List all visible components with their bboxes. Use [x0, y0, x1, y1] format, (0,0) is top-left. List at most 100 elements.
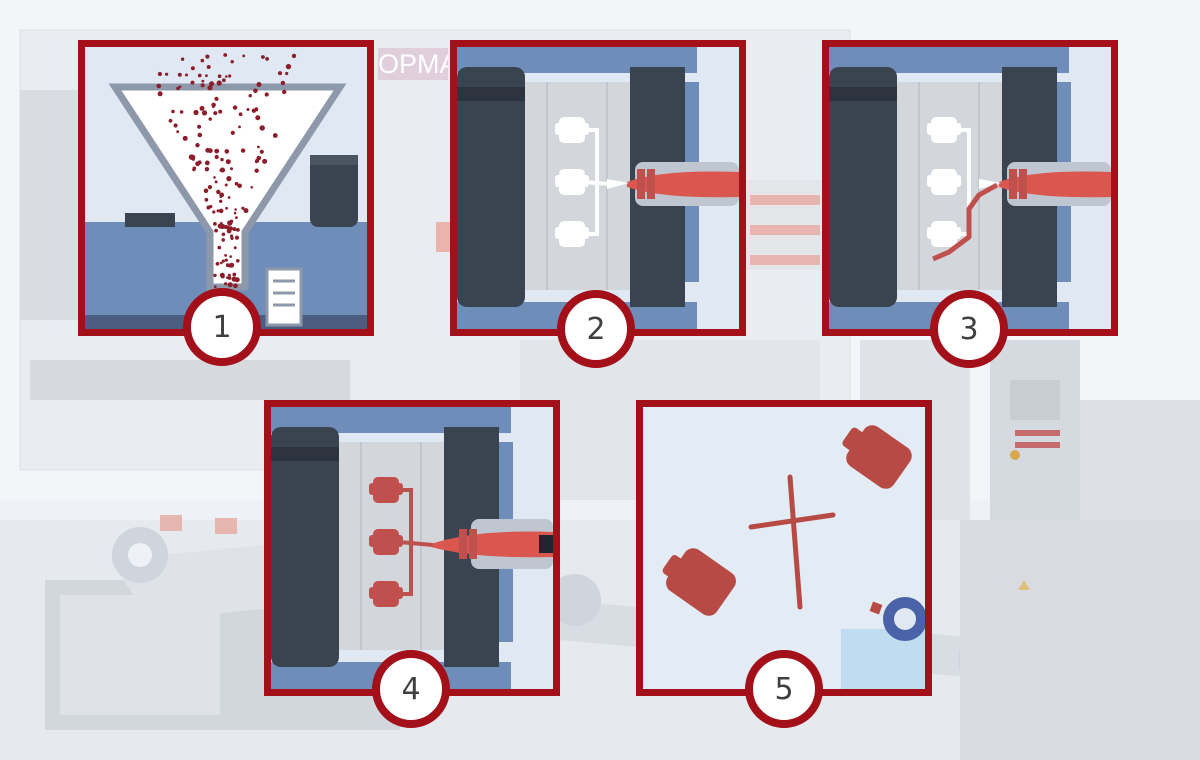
plastic-pellet: [157, 91, 163, 97]
plastic-pellet: [222, 78, 226, 83]
plastic-pellet: [285, 63, 292, 70]
plastic-pellet: [227, 196, 231, 199]
plastic-pellet: [253, 88, 258, 94]
plastic-pellet: [225, 225, 230, 230]
plastic-pellet: [177, 72, 182, 77]
plastic-pellet: [180, 57, 185, 61]
plastic-pellet: [218, 109, 223, 114]
plastic-pellet: [254, 168, 259, 173]
step-3-number-badge: 3: [930, 290, 1008, 368]
plastic-pellet: [225, 159, 231, 165]
plastic-pellet: [201, 110, 208, 116]
plastic-pellet: [236, 259, 240, 263]
plastic-pellet: [228, 74, 232, 78]
plastic-pellet: [224, 254, 228, 257]
plastic-pellet: [157, 71, 162, 77]
plastic-pellet: [221, 232, 226, 237]
plastic-pellet: [257, 145, 260, 149]
step-4-panel: [264, 400, 560, 696]
plastic-pellet: [213, 222, 217, 226]
plastic-pellet: [226, 176, 232, 182]
plastic-pellet: [229, 262, 235, 268]
plastic-pellet: [197, 124, 202, 129]
plastic-pellet: [262, 158, 268, 164]
plastic-pellet: [238, 112, 243, 117]
plastic-pellet: [240, 148, 246, 153]
plastic-pellet: [232, 105, 238, 110]
plastic-pellet: [255, 115, 261, 121]
plastic-pellet: [233, 283, 238, 289]
step-2-panel: [450, 40, 746, 336]
plastic-pellet: [241, 206, 245, 210]
empty-mold-icon: [457, 47, 739, 329]
plastic-pellet: [251, 108, 257, 113]
plastic-pellet: [218, 208, 224, 214]
plastic-pellet: [221, 238, 225, 242]
plastic-pellet: [212, 105, 215, 109]
step-5-panel: [636, 400, 932, 696]
plastic-pellet: [254, 160, 258, 164]
plastic-pellet: [224, 183, 228, 187]
plastic-pellet: [201, 79, 205, 83]
plastic-pellet: [176, 130, 180, 134]
plastic-pellet: [200, 106, 205, 110]
plastic-pellet: [208, 117, 212, 121]
plastic-pellet: [243, 208, 249, 214]
plastic-pellet: [248, 94, 252, 98]
plastic-pellet: [230, 130, 235, 135]
plastic-pellet: [250, 186, 253, 189]
plastic-pellet: [168, 118, 173, 123]
plastic-pellet: [216, 80, 222, 86]
plastic-pellet: [229, 283, 233, 287]
plastic-pellet: [233, 246, 237, 250]
plastic-pellet: [182, 135, 188, 141]
plastic-pellet: [214, 148, 220, 154]
plastic-pellet: [197, 73, 202, 78]
plastic-pellet: [204, 197, 209, 202]
plastic-pellet: [282, 89, 287, 95]
plastic-pellet: [291, 53, 297, 59]
plastic-pellet: [214, 285, 217, 288]
plastic-pellet: [213, 176, 216, 179]
plastic-pellet: [197, 160, 202, 165]
plastic-pellet: [259, 125, 265, 131]
plastic-pellet: [230, 60, 234, 64]
plastic-pellet: [234, 235, 240, 240]
plastic-pellet: [227, 273, 231, 277]
plastic-pellet: [217, 74, 222, 78]
plastic-pellet: [223, 53, 228, 57]
plastic-pellet: [188, 154, 195, 160]
plastic-pellet: [220, 168, 225, 173]
plastic-pellet: [215, 261, 220, 266]
plastic-pellet: [225, 75, 228, 78]
step-1-number-badge: 1: [183, 288, 261, 366]
plastic-pellet: [230, 167, 233, 171]
plastic-pellet: [234, 181, 239, 186]
plastic-pellet: [220, 157, 224, 162]
plastic-pellet: [234, 208, 237, 211]
plastic-pellet: [200, 83, 205, 88]
plastic-pellet: [242, 54, 246, 58]
plastic-pellet: [205, 74, 208, 78]
step-5-number-badge: 5: [745, 650, 823, 728]
plastic-pellet: [165, 72, 169, 76]
plastic-pellet: [190, 66, 195, 71]
plastic-pellet: [221, 259, 225, 263]
step-2-number-badge: 2: [557, 290, 635, 368]
plastic-pellet: [220, 221, 223, 225]
background-watermark-text: OPMA: [378, 48, 448, 80]
plastic-pellet: [212, 210, 216, 214]
plastic-pellet: [220, 261, 223, 265]
plastic-pellet: [219, 223, 225, 229]
plastic-pellet: [277, 71, 283, 76]
plastic-pellet: [261, 55, 265, 59]
plastic-pellet: [219, 199, 223, 203]
plastic-pellet: [226, 228, 232, 234]
plastic-pellet: [224, 149, 230, 154]
plastic-pellet: [214, 96, 219, 101]
plastic-pellet: [236, 228, 240, 232]
plastic-pellet: [224, 282, 228, 286]
plastic-pellet: [213, 111, 218, 116]
plastic-pellet: [235, 216, 238, 220]
plastic-pellet: [193, 109, 199, 116]
